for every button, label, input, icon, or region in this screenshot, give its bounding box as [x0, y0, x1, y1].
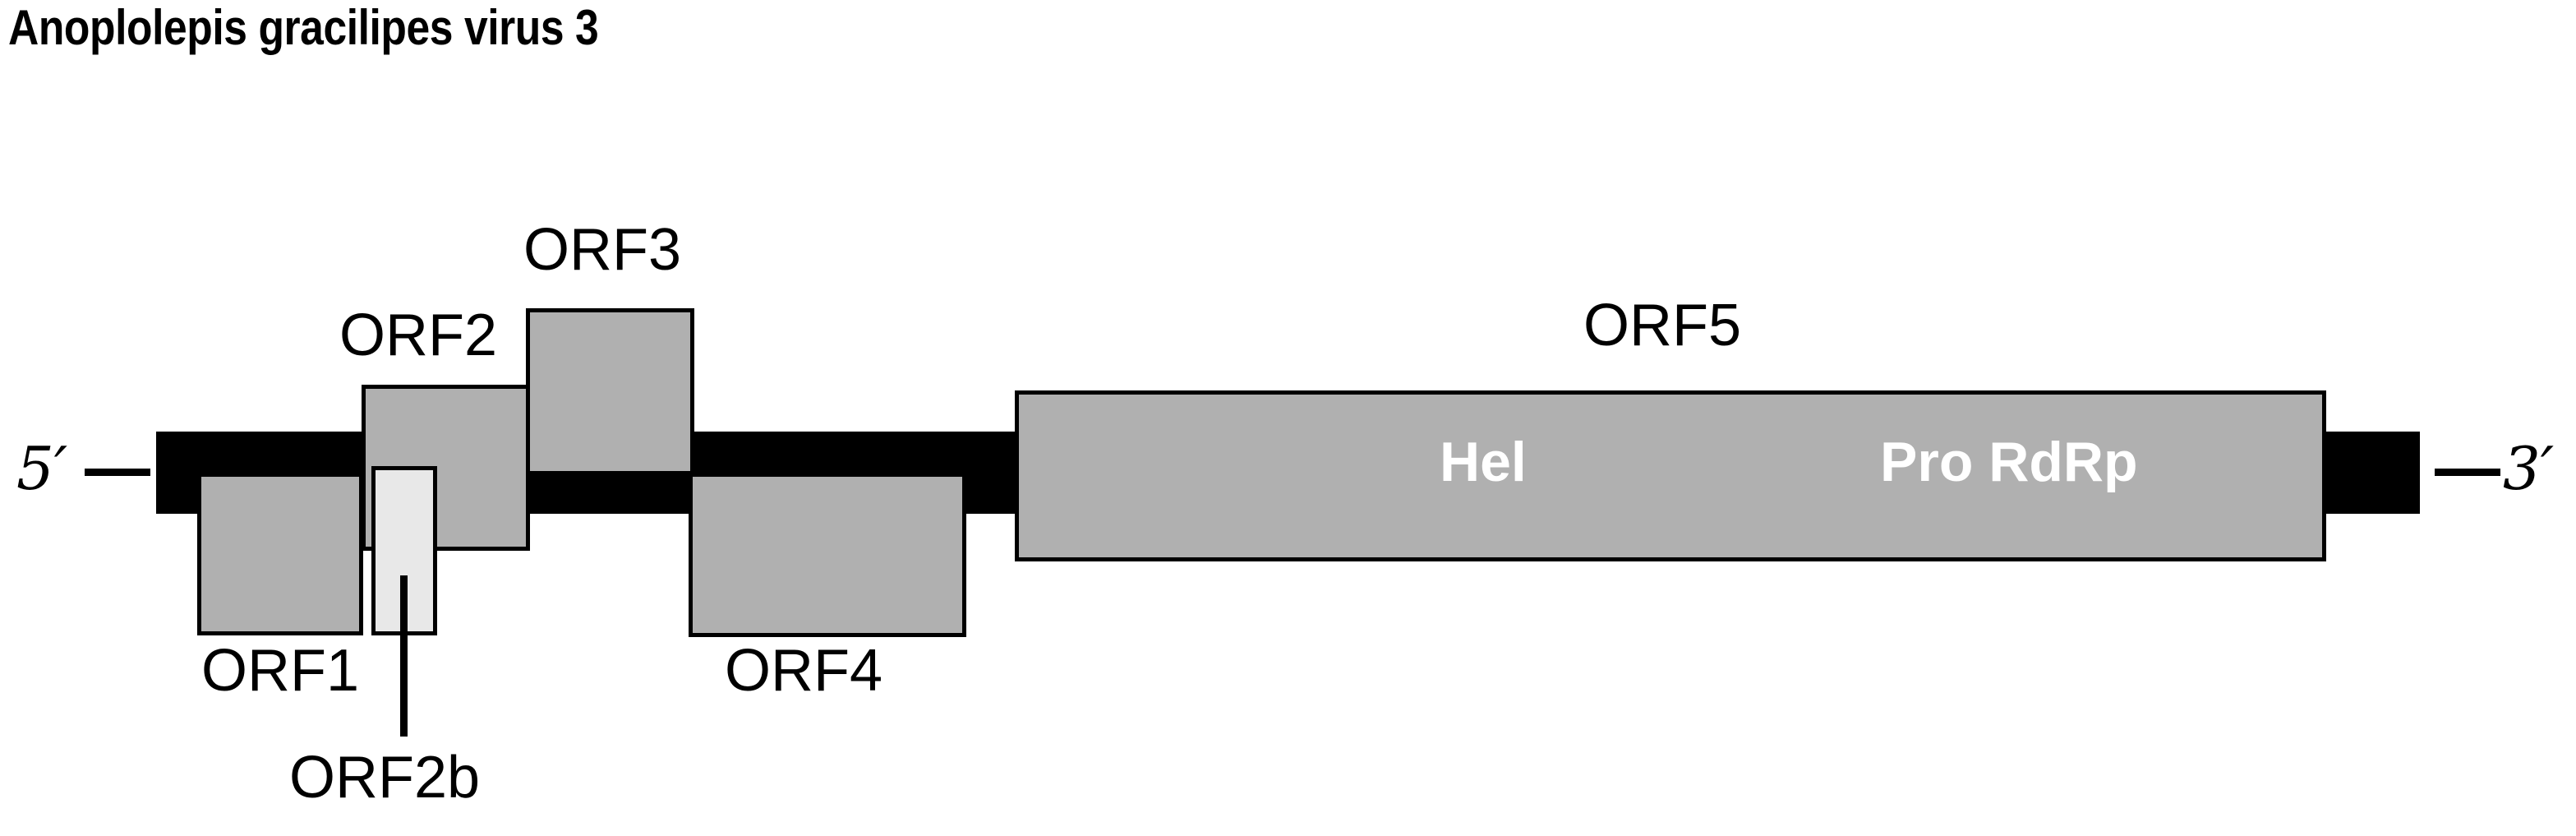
- orf2b-label: ORF2b: [289, 745, 481, 811]
- orf2b-leader-line: [400, 575, 408, 737]
- orf1-box[interactable]: [197, 473, 363, 635]
- orf3-box[interactable]: [526, 308, 694, 475]
- domain-label-pro-rdrp: Pro RdRp: [1880, 431, 2138, 493]
- five-prime-label: 5′: [16, 434, 68, 503]
- orf1-label: ORF1: [201, 638, 360, 704]
- domain-label-hel: Hel: [1440, 431, 1527, 493]
- orf2-label: ORF2: [339, 303, 498, 368]
- orf4-label: ORF4: [725, 638, 883, 704]
- five-prime-tick: [85, 469, 150, 476]
- orf5-label: ORF5: [1583, 293, 1742, 358]
- page-title: Anoplolepis gracilipes virus 3: [8, 0, 599, 55]
- orf5-box[interactable]: [1015, 390, 2326, 561]
- orf3-label: ORF3: [523, 217, 682, 283]
- three-prime-tick: [2435, 469, 2500, 476]
- orf4-box[interactable]: [689, 473, 966, 637]
- three-prime-label: 3′: [2503, 434, 2555, 503]
